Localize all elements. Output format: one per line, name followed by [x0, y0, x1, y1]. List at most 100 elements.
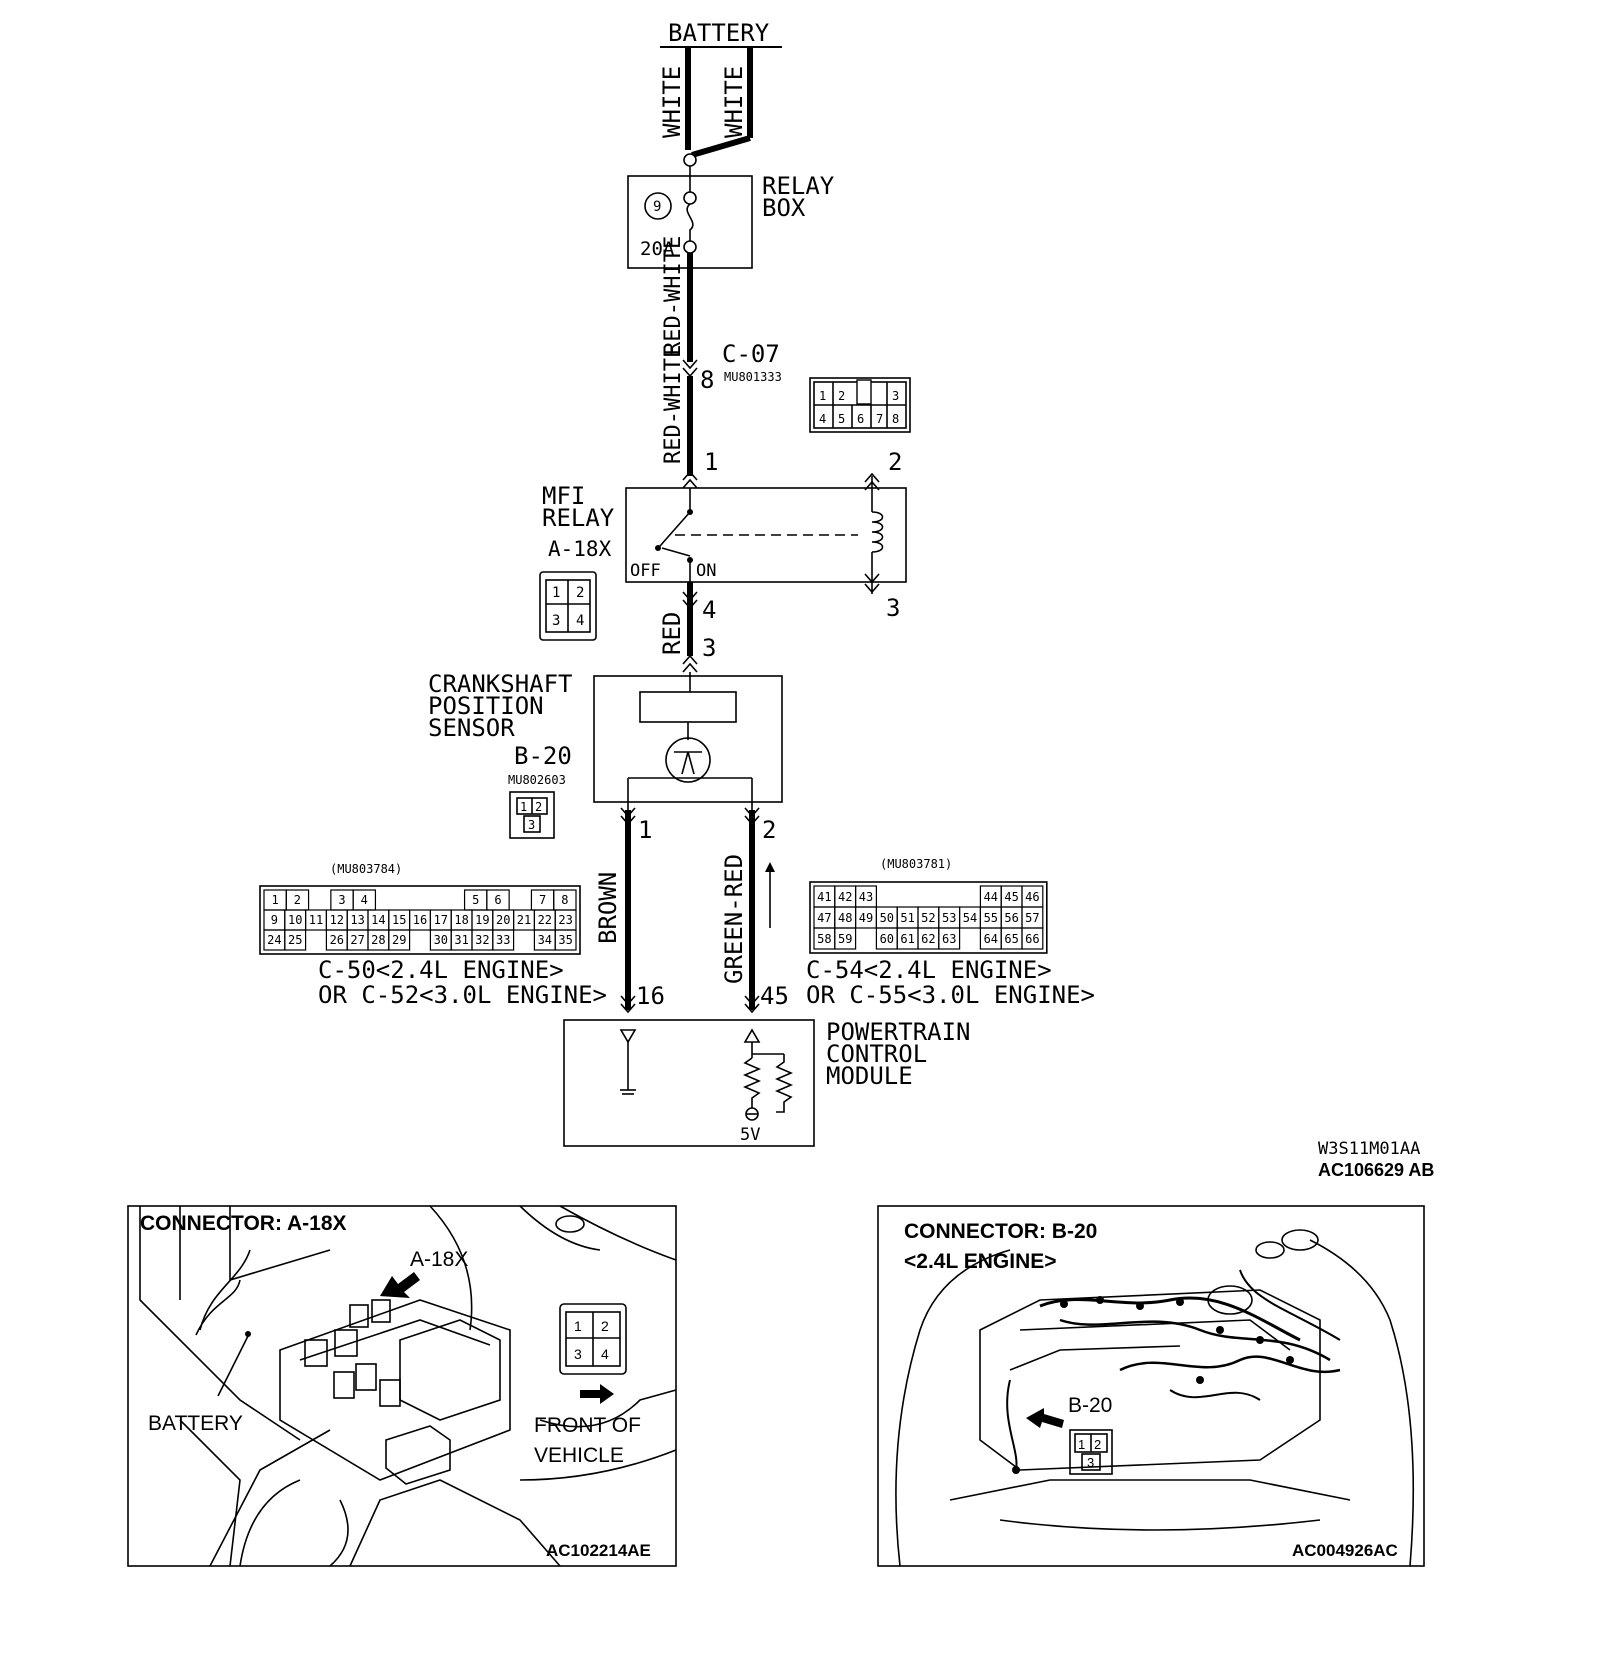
pcm-voltage: 5V — [740, 1125, 760, 1145]
fuse-rating: 20A — [640, 238, 675, 260]
connector-pin: 18 — [454, 913, 468, 927]
pcm-title-3: MODULE — [826, 1062, 913, 1090]
relay-box-title-1: RELAY — [762, 172, 835, 200]
mfi-relay-box — [625, 487, 907, 583]
mfi-relay-connector: A-18X — [548, 537, 612, 561]
mfi-relay-coil — [871, 511, 884, 553]
wire-label-red: RED — [658, 612, 686, 655]
connector-pin: 63 — [942, 932, 956, 946]
svg-text:2: 2 — [838, 389, 845, 403]
svg-text:6: 6 — [857, 412, 864, 426]
connector-pin: 59 — [838, 932, 852, 946]
connector-pin: 12 — [330, 913, 344, 927]
fuse-mid-terminal — [683, 191, 697, 205]
conn-left-part: (MU803784) — [330, 862, 402, 876]
connector-pin: 14 — [371, 913, 385, 927]
connector-pin: 42 — [838, 890, 852, 904]
connector-cell — [442, 890, 464, 910]
svg-text:2: 2 — [601, 1318, 609, 1334]
connector-pin: 35 — [558, 933, 572, 947]
connector-pin: 45 — [1004, 890, 1018, 904]
ckp-pin-1: 1 — [638, 816, 652, 844]
connector-pin: 15 — [392, 913, 406, 927]
mfi-pin-3: 3 — [886, 594, 900, 622]
svg-text:4: 4 — [576, 613, 584, 629]
connector-pin: 65 — [1004, 932, 1018, 946]
connector-pin: 43 — [859, 890, 873, 904]
photo-panel-b20: 1 2 3 CONNECTOR: B-20 <2.4L ENGINE> B-20… — [877, 1205, 1425, 1567]
mfi-pin-4: 4 — [702, 596, 716, 624]
connector-cell — [960, 886, 981, 907]
connector-cell — [420, 890, 442, 910]
conn-right-part: (MU803781) — [880, 857, 952, 871]
connector-cell — [309, 890, 331, 910]
connector-pin: 44 — [984, 890, 998, 904]
connector-pin: 30 — [434, 933, 448, 947]
photo-left-title: CONNECTOR: A-18X — [140, 1212, 347, 1235]
photo-left-battery: BATTERY — [148, 1412, 243, 1435]
connector-pin: 47 — [817, 911, 831, 925]
photo-right-code: AC004926AC — [1292, 1541, 1398, 1560]
connector-pin: 50 — [880, 911, 894, 925]
connector-cell — [1021, 927, 1044, 950]
connector-pin: 26 — [330, 933, 344, 947]
connector-pin: 53 — [942, 911, 956, 925]
connector-pin: 41 — [817, 890, 831, 904]
connector-pin: 8 — [561, 893, 568, 907]
pcm-title-1: POWERTRAIN — [826, 1018, 971, 1046]
connector-cell — [897, 886, 918, 907]
connector-pin: 33 — [496, 933, 510, 947]
wire-label-red-white-2: RED-WHITE — [661, 345, 686, 464]
connector-pin: 55 — [984, 911, 998, 925]
c07-name: C-07 — [722, 340, 780, 368]
connector-cell — [492, 929, 515, 951]
connector-pin: 6 — [494, 893, 501, 907]
connector-outline — [259, 885, 581, 955]
connector-pin: 2 — [294, 893, 301, 907]
connector-pin: 61 — [900, 932, 914, 946]
connector-cell — [834, 927, 857, 950]
c07-part: MU801333 — [724, 370, 782, 384]
connector-pin: 64 — [984, 932, 998, 946]
ckp-pin-2: 2 — [762, 816, 776, 844]
connector-outline — [809, 881, 1048, 954]
photo-right-title-1: CONNECTOR: B-20 — [904, 1220, 1097, 1243]
connector-cell — [554, 929, 577, 951]
connector-cell — [398, 890, 420, 910]
connector-cell — [306, 930, 327, 950]
mfi-relay-switch — [659, 511, 691, 547]
connector-cell — [509, 890, 531, 910]
connector-pin: 51 — [900, 911, 914, 925]
ckp-transistor — [665, 737, 711, 783]
conn-right-label-2: OR C-55<3.0L ENGINE> — [806, 981, 1095, 1009]
svg-text:3: 3 — [1087, 1455, 1094, 1470]
mfi-on: ON — [696, 561, 716, 581]
ckp-sensor-element — [639, 691, 737, 723]
connector-pin: 22 — [538, 913, 552, 927]
ckp-sensor-box — [593, 675, 783, 803]
battery-wire-join — [691, 135, 751, 158]
connector-pin: 3 — [338, 893, 345, 907]
svg-text:2: 2 — [576, 585, 584, 601]
connector-cell — [856, 928, 877, 949]
battery-label: BATTERY — [668, 19, 770, 47]
connector-pin: 46 — [1025, 890, 1039, 904]
connector-cell — [938, 927, 961, 950]
figure-code-1: W3S11M01AA — [1318, 1139, 1420, 1159]
wire-label-brown: BROWN — [594, 872, 622, 944]
connector-pin: 62 — [921, 932, 935, 946]
ckp-part: MU802603 — [508, 773, 566, 787]
connector-pin: 66 — [1025, 932, 1039, 946]
photo-left-front-1: FRONT OF — [534, 1414, 641, 1437]
connector-pin: 57 — [1025, 911, 1039, 925]
connector-pin: 10 — [288, 913, 302, 927]
svg-text:3: 3 — [552, 613, 560, 629]
fuse-top-terminal — [683, 153, 697, 167]
ckp-pin-3: 3 — [702, 634, 716, 662]
connector-pin: 52 — [921, 911, 935, 925]
pcm-box — [563, 1019, 815, 1147]
c07-connector-mark — [682, 359, 698, 370]
connector-cell — [284, 929, 307, 951]
